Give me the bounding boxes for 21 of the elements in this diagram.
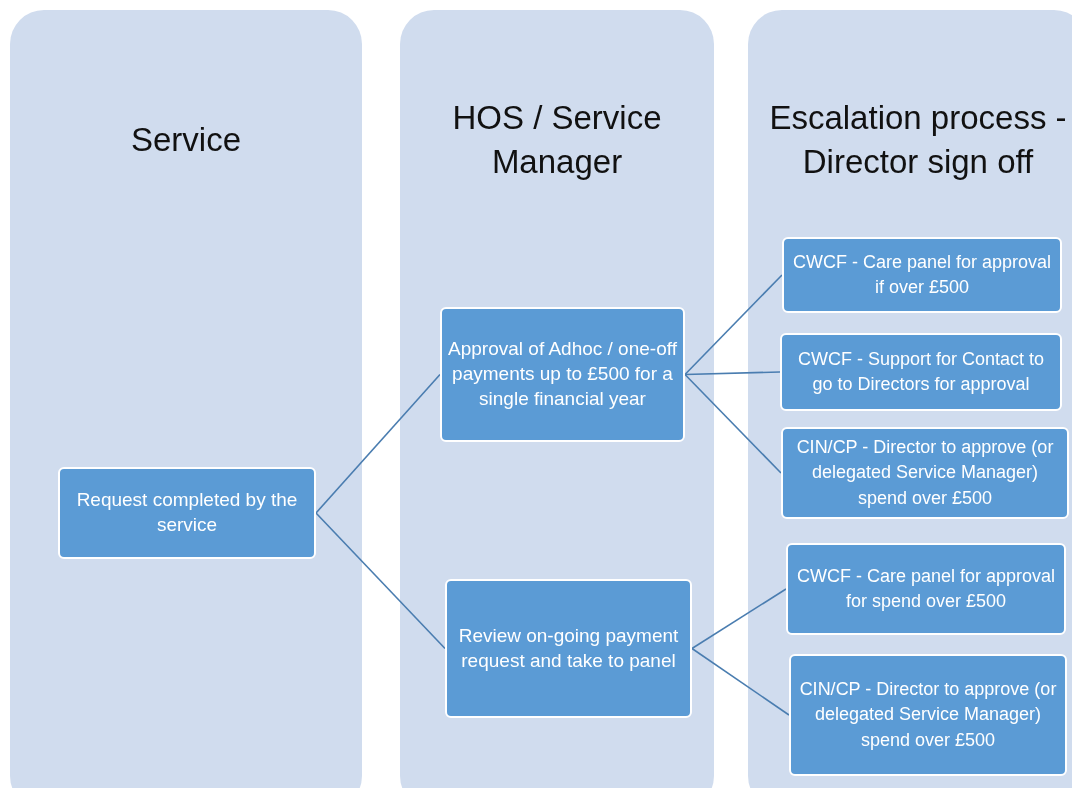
process-box: CWCF - Care panel for approval if over £500: [782, 237, 1062, 313]
process-box: Review on-going payment request and take to panel: [445, 579, 692, 718]
process-box: CIN/CP - Director to approve (or delegated Service Manager) spend over £500: [781, 427, 1069, 519]
connector-line: [684, 371, 781, 376]
connector-line: [315, 512, 446, 650]
swimlane-band: [748, 10, 1072, 788]
process-box: CIN/CP - Director to approve (or delegated Service Manager) spend over £500: [789, 654, 1067, 776]
lane-title: Escalation process - Director sign off: [768, 98, 1068, 182]
lane-title: HOS / Service Manager: [451, 98, 663, 182]
connector-line: [691, 588, 787, 650]
swimlane-band: [400, 10, 714, 788]
process-box: CWCF - Support for Contact to go to Directors for approval: [780, 333, 1062, 411]
process-box: Request completed by the service: [58, 467, 316, 559]
swimlane-band: [10, 10, 362, 788]
connector-line: [684, 274, 783, 376]
connector-line: [684, 373, 782, 474]
connector-line: [315, 373, 441, 514]
connector-line: [691, 647, 790, 716]
process-box: Approval of Adhoc / one-off payments up to £500 for a single financial year: [440, 307, 685, 442]
lane-title: Service: [129, 120, 242, 161]
process-box: CWCF - Care panel for approval for spend over £500: [786, 543, 1066, 635]
